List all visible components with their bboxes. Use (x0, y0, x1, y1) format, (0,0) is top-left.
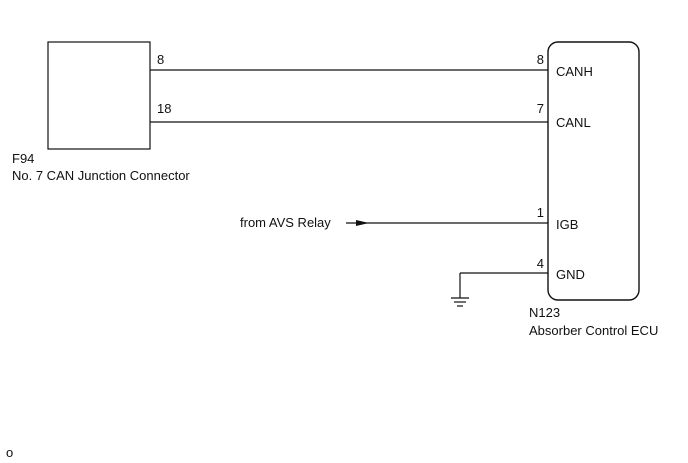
ecu-signal-canh: CANH (556, 64, 593, 79)
ecu-signal-igb: IGB (556, 217, 578, 232)
n123-ecu-box (547, 41, 640, 301)
f94-pin-8: 8 (157, 52, 164, 67)
f94-pin-18: 18 (157, 101, 171, 116)
ecu-pin-igb-number: 1 (537, 205, 544, 220)
arrow-right-icon (356, 220, 369, 226)
ground-icon (451, 297, 469, 307)
ecu-pin-gnd-number: 4 (537, 256, 544, 271)
ecu-pin-canh-number: 8 (537, 52, 544, 67)
footer-mark: o (6, 445, 13, 460)
avs-relay-label: from AVS Relay (240, 215, 331, 230)
f94-code: F94 (12, 151, 34, 166)
f94-connector-box (47, 41, 151, 150)
f94-name: No. 7 CAN Junction Connector (12, 168, 190, 183)
n123-code: N123 (529, 305, 560, 320)
ecu-pin-canl-number: 7 (537, 101, 544, 116)
n123-name: Absorber Control ECU (529, 323, 658, 338)
ecu-signal-gnd: GND (556, 267, 585, 282)
ecu-signal-canl: CANL (556, 115, 591, 130)
